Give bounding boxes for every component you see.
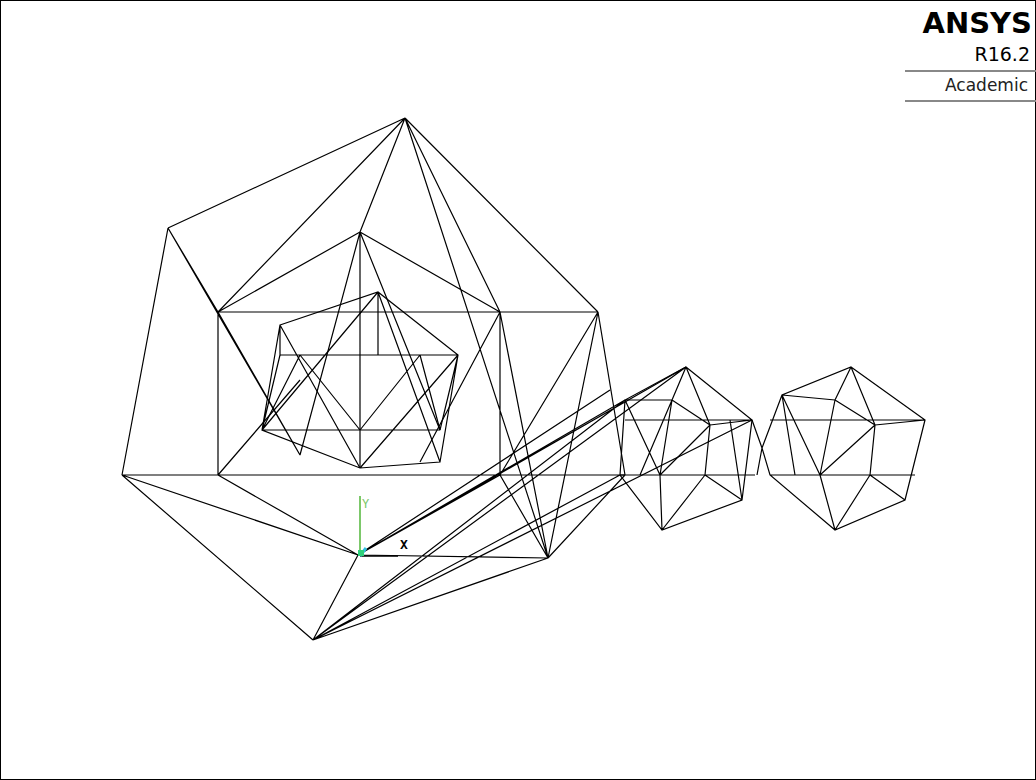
truss-wireframe bbox=[122, 118, 925, 640]
logo-bar bbox=[905, 70, 1036, 72]
license-text: Academic bbox=[945, 75, 1028, 95]
axis-triad bbox=[358, 496, 398, 556]
version-text: R16.2 bbox=[974, 43, 1030, 65]
origin-mark bbox=[358, 550, 364, 556]
y-axis bbox=[359, 496, 361, 556]
x-axis bbox=[360, 555, 398, 557]
axis-label: X bbox=[400, 537, 408, 552]
logo-bar bbox=[905, 100, 1036, 102]
axis-label: Y bbox=[362, 497, 369, 511]
logo-text: ANSYS bbox=[923, 6, 1033, 40]
